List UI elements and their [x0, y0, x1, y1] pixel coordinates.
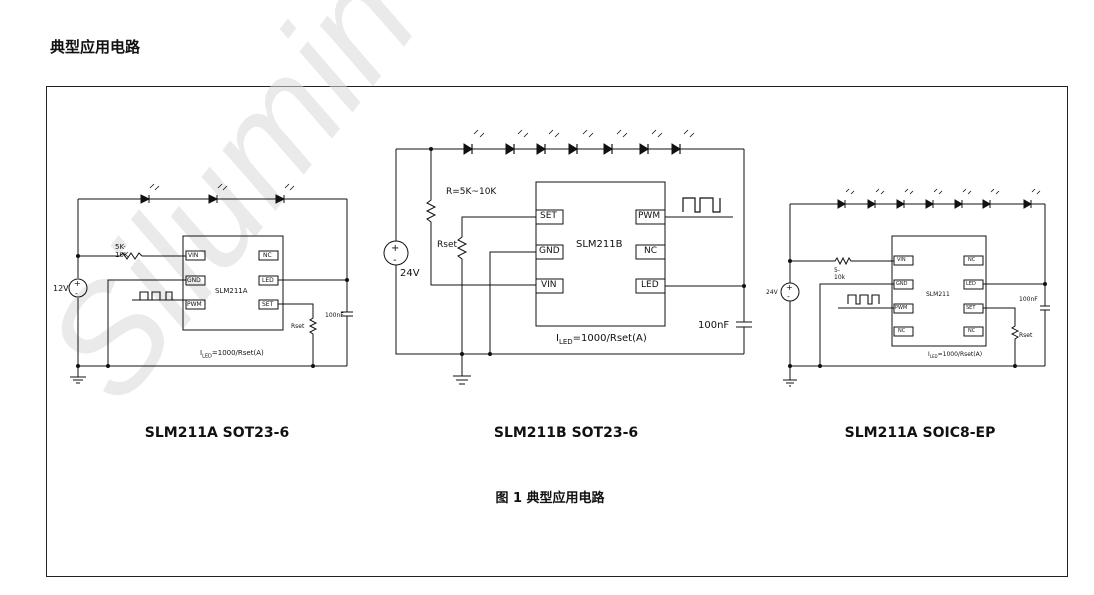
- voltage-source: [780, 282, 800, 302]
- pin-nc: NC: [968, 257, 976, 263]
- current-formula: ILED=1000/Rset(A): [200, 349, 264, 360]
- svg-text:+: +: [391, 243, 399, 254]
- ground-symbol: [453, 375, 471, 385]
- circuit-slm211a-sot23: + -: [68, 183, 353, 384]
- supply-label: 12V: [53, 284, 69, 293]
- pin-pwm: PWM: [638, 211, 661, 221]
- formula-subscript: LED: [929, 354, 938, 360]
- pin-gnd: GND: [539, 246, 560, 256]
- rset-label: Rset: [437, 240, 458, 250]
- figure-frame: [46, 86, 1068, 577]
- rset-label: Rset: [291, 323, 305, 330]
- supply-label: 24V: [400, 268, 420, 279]
- pin-pwm: PWM: [187, 301, 202, 308]
- ground-symbol: [70, 376, 86, 384]
- pin-set: SET: [540, 211, 557, 221]
- resistor-label: 5K-10K: [115, 243, 129, 259]
- pin-led: LED: [641, 280, 659, 290]
- formula-subscript: LED: [558, 338, 573, 346]
- formula-rest: =1000/Rset(A): [211, 349, 264, 357]
- pin-gnd: GND: [187, 277, 201, 284]
- pin-vin: VIN: [541, 280, 557, 290]
- ground-symbol: [783, 379, 797, 387]
- cap-label: 100nF: [325, 312, 344, 319]
- svg-text:+: +: [74, 279, 81, 288]
- rset-label: Rset: [1019, 332, 1033, 339]
- cap-label: 100nF: [698, 320, 730, 331]
- led-diode: [140, 194, 151, 204]
- voltage-source: [383, 240, 409, 266]
- voltage-source: [68, 278, 88, 298]
- chip-slm211: [891, 235, 987, 347]
- pin-pwm: PWM: [895, 305, 908, 311]
- svg-text:-: -: [393, 255, 397, 266]
- svg-text:+: +: [786, 283, 793, 292]
- chip-slm211a: [182, 235, 284, 331]
- pin-led: LED: [966, 281, 976, 287]
- circuit-slm211-soic8: + -: [780, 188, 1050, 387]
- circuit-caption: SLM211A SOT23-6: [144, 425, 290, 441]
- figure-caption: 图 1 典型应用电路: [495, 491, 605, 506]
- supply-label: 24V: [766, 289, 778, 296]
- chip-label: SLM211B: [576, 239, 623, 250]
- pin-set: SET: [262, 301, 274, 308]
- resistor-label: 5-10k: [834, 267, 846, 281]
- circuit-caption: SLM211A SOIC8-EP: [844, 425, 996, 441]
- page-title: 典型应用电路: [50, 38, 141, 56]
- pin-vin: VIN: [188, 252, 199, 259]
- svg-text:-: -: [787, 292, 790, 301]
- pin-set: SET: [966, 305, 976, 311]
- pin-led: LED: [262, 277, 274, 284]
- chip-label: SLM211A: [215, 287, 248, 295]
- svg-text:-: -: [75, 289, 78, 298]
- chip-label: SLM211: [926, 291, 950, 298]
- pin-nc: NC: [898, 328, 906, 334]
- resistor-label: R=5K~10K: [446, 187, 497, 197]
- pin-nc: NC: [968, 328, 976, 334]
- led-diode: [208, 194, 219, 204]
- current-formula: ILED=1000/Rset(A): [928, 351, 983, 360]
- formula-rest: =1000/Rset(A): [937, 351, 983, 358]
- circuit-slm211b-sot23: + -: [383, 129, 752, 385]
- current-formula: ILED=1000/Rset(A): [556, 333, 647, 346]
- pin-vin: VIN: [897, 257, 906, 263]
- circuit-caption: SLM211B SOT23-6: [493, 425, 639, 441]
- led-diode: [275, 194, 286, 204]
- cap-label: 100nF: [1019, 296, 1038, 303]
- pin-nc: NC: [263, 252, 272, 259]
- formula-subscript: LED: [202, 353, 212, 360]
- formula-rest: =1000/Rset(A): [572, 333, 647, 344]
- pin-nc: NC: [644, 246, 658, 256]
- pin-gnd: GND: [896, 281, 908, 287]
